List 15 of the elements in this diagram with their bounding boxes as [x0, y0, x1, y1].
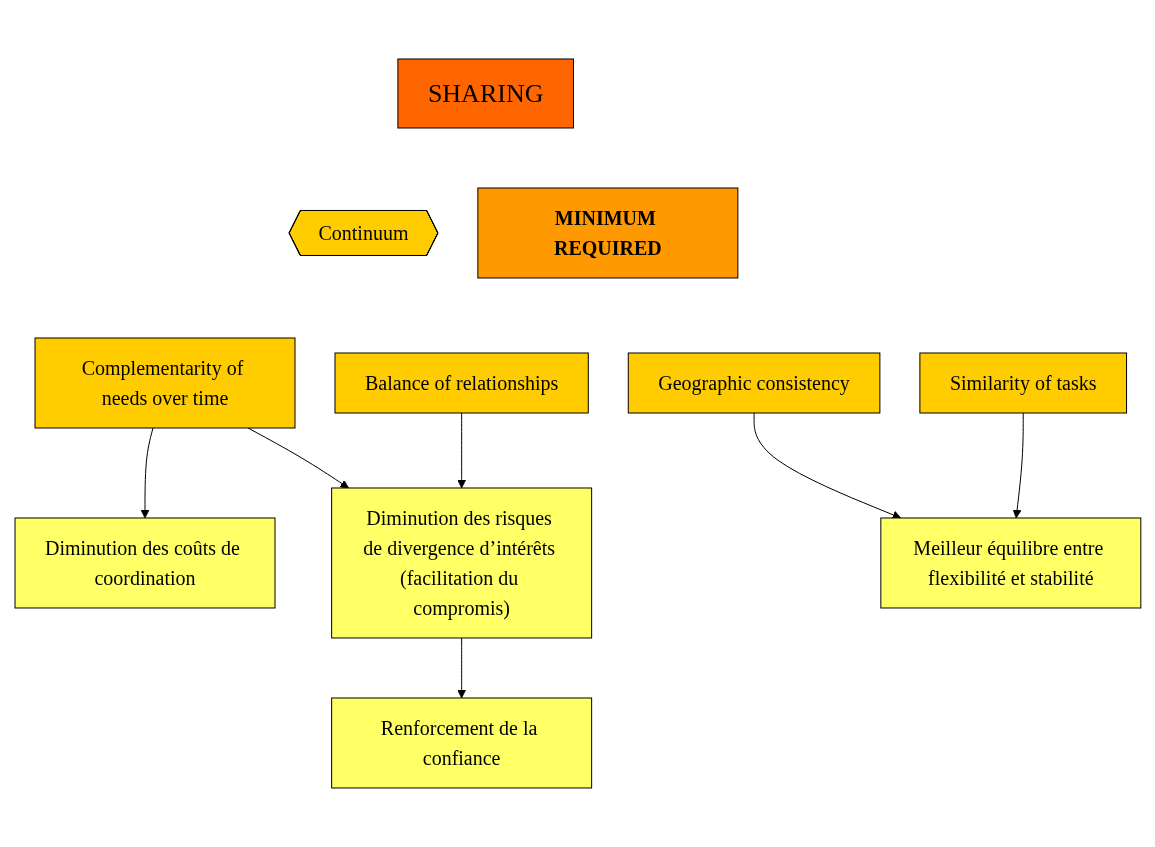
node-box: Geographic consistency [627, 352, 880, 414]
node-box: Balance of relationships [334, 352, 589, 414]
node-box: Diminution des risques de divergence d’intérêts (facilitation du compromis) [330, 487, 592, 639]
arrow [456, 412, 466, 489]
node-box: Renforcement de la confiance [330, 697, 592, 789]
node-box: Similarity of tasks [918, 352, 1127, 414]
arrow [456, 637, 466, 699]
arrow [247, 427, 349, 489]
arrow [1012, 412, 1024, 519]
node-box: MINIMUM REQUIRED [476, 187, 738, 279]
node-box: Meilleur équilibre entre flexibilité et stabilité [879, 517, 1141, 609]
arrow [140, 427, 154, 519]
node-box: Complementarity of needs over time [34, 337, 296, 429]
node-box: Diminution des coûts de coordination [14, 517, 276, 609]
node-box: SHARING [396, 58, 574, 129]
